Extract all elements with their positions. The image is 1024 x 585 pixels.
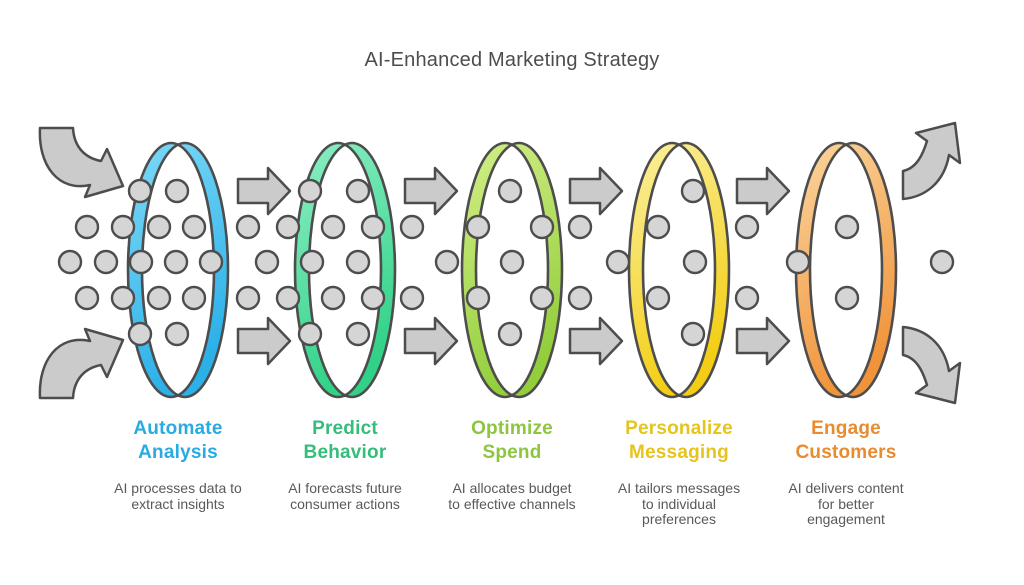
- data-dot-icon: [163, 249, 189, 275]
- data-dot-icon: [682, 249, 708, 275]
- stage-automate-analysis: Automate Analysis AI processes data to e…: [93, 417, 263, 512]
- stage-description: AI allocates budget to effective channel…: [448, 480, 576, 512]
- right-flow-arrow-icon: [403, 316, 459, 366]
- data-dot-icon: [434, 249, 460, 275]
- stage-title: Predict Behavior: [303, 418, 387, 463]
- data-dot-icon: [181, 285, 207, 311]
- data-dot-icon: [74, 285, 100, 311]
- stage-title: Automate Analysis: [133, 418, 223, 463]
- data-dot-icon: [345, 178, 371, 204]
- diagram-title: AI-Enhanced Marketing Strategy: [364, 49, 660, 71]
- data-dot-icon: [529, 285, 555, 311]
- data-dot-icon: [198, 249, 224, 275]
- data-dot-icon: [275, 214, 301, 240]
- right-flow-arrow-icon: [236, 316, 292, 366]
- right-flow-arrow-icon: [735, 316, 791, 366]
- right-flow-arrow-icon: [236, 166, 292, 216]
- data-dot-icon: [297, 178, 323, 204]
- data-dot-icon: [57, 249, 83, 275]
- data-dot-icon: [734, 214, 760, 240]
- data-dot-icon: [235, 214, 261, 240]
- curved-flow-arrow-icon: [901, 121, 962, 201]
- right-flow-arrow-icon: [568, 316, 624, 366]
- data-dot-icon: [181, 214, 207, 240]
- curved-flow-arrow-icon: [901, 325, 962, 405]
- stage-title: Personalize Messaging: [625, 418, 733, 463]
- stage-predict-behavior: Predict Behavior AI forecasts future con…: [260, 417, 430, 512]
- data-dot-icon: [734, 285, 760, 311]
- data-dot-icon: [645, 214, 671, 240]
- stage-description: AI delivers content for better engagemen…: [788, 480, 904, 527]
- data-dot-icon: [320, 285, 346, 311]
- data-dot-icon: [360, 285, 386, 311]
- curved-flow-arrow-icon: [38, 126, 125, 199]
- stage-description: AI tailors messages to individual prefer…: [617, 480, 741, 527]
- data-dot-icon: [127, 178, 153, 204]
- data-dot-icon: [645, 285, 671, 311]
- data-dot-icon: [297, 321, 323, 347]
- right-flow-arrow-icon: [735, 166, 791, 216]
- data-dot-icon: [497, 178, 523, 204]
- right-flow-arrow-icon: [403, 166, 459, 216]
- data-dot-icon: [567, 214, 593, 240]
- stage-title: Engage Customers: [795, 418, 897, 463]
- data-dot-icon: [465, 285, 491, 311]
- data-dot-icon: [299, 249, 325, 275]
- data-dot-icon: [275, 285, 301, 311]
- data-dot-icon: [254, 249, 280, 275]
- data-dot-icon: [465, 214, 491, 240]
- data-dot-icon: [320, 214, 346, 240]
- data-dot-icon: [110, 285, 136, 311]
- data-dot-icon: [128, 249, 154, 275]
- data-dot-icon: [497, 321, 523, 347]
- data-dot-icon: [127, 321, 153, 347]
- stage-engage-customers: Engage Customers AI delivers content for…: [761, 417, 931, 528]
- data-dot-icon: [680, 178, 706, 204]
- data-dot-icon: [785, 249, 811, 275]
- stage-ring-icon: [126, 141, 230, 399]
- data-dot-icon: [164, 321, 190, 347]
- stage-ring-icon: [794, 141, 898, 399]
- stage-ring-icon: [627, 141, 731, 399]
- data-dot-icon: [680, 321, 706, 347]
- stage-description: AI processes data to extract insights: [114, 480, 242, 512]
- stage-description: AI forecasts future consumer actions: [288, 480, 402, 512]
- data-dot-icon: [164, 178, 190, 204]
- data-dot-icon: [399, 214, 425, 240]
- stage-optimize-spend: Optimize Spend AI allocates budget to ef…: [427, 417, 597, 512]
- right-flow-arrow-icon: [568, 166, 624, 216]
- data-dot-icon: [834, 214, 860, 240]
- stage-ring-icon: [460, 141, 564, 399]
- data-dot-icon: [235, 285, 261, 311]
- data-dot-icon: [146, 214, 172, 240]
- data-dot-icon: [74, 214, 100, 240]
- data-dot-icon: [110, 214, 136, 240]
- data-dot-icon: [567, 285, 593, 311]
- stage-title: Optimize Spend: [471, 418, 553, 463]
- data-dot-icon: [605, 249, 631, 275]
- data-dot-icon: [399, 285, 425, 311]
- data-dot-icon: [499, 249, 525, 275]
- data-dot-icon: [834, 285, 860, 311]
- curved-flow-arrow-icon: [38, 327, 125, 400]
- data-dot-icon: [345, 321, 371, 347]
- data-dot-icon: [345, 249, 371, 275]
- data-dot-icon: [929, 249, 955, 275]
- data-dot-icon: [529, 214, 555, 240]
- data-dot-icon: [360, 214, 386, 240]
- data-dot-icon: [93, 249, 119, 275]
- stage-ring-icon: [293, 141, 397, 399]
- data-dot-icon: [146, 285, 172, 311]
- stage-personalize-messaging: Personalize Messaging AI tailors message…: [594, 417, 764, 528]
